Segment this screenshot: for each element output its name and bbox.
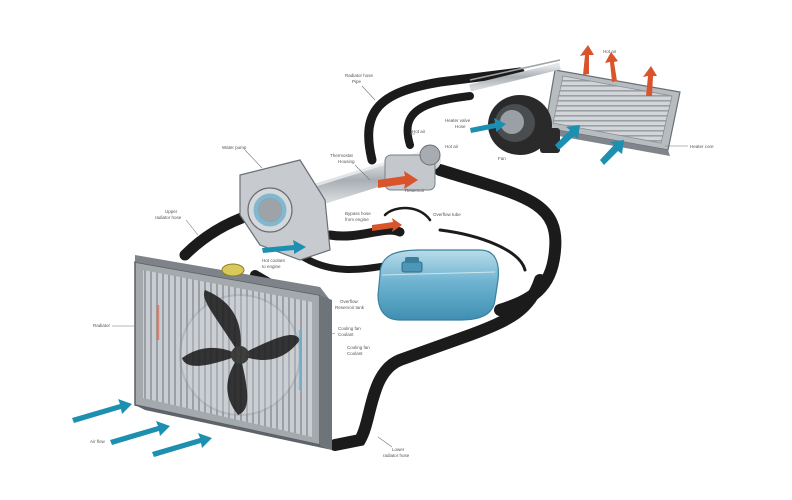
labels: Radiator hose Pipe Heater valve Hose Hot… [90,49,714,458]
label-upper-hose: Upper [165,209,178,214]
label-blower-fan: Fan [498,156,506,161]
heater-pipes [469,59,561,92]
label-overflow-tube: Overflow tube [433,212,461,217]
overflow-tube [383,206,432,222]
label-thermostat: Thermostat [330,153,354,158]
label-radiator: Radiator [93,323,111,328]
label-bypass-hose: Bypass hose [345,211,371,216]
label-thermostat-housing: Housing [338,159,355,164]
label-reservoir-tank: Reservoir tank [335,305,365,310]
label-radiator-hose: Radiator hose [345,73,374,78]
label-lower-hose: Lower [392,447,405,452]
heater-supply-hose [364,67,525,165]
radiator [134,255,332,450]
coolant-reservoir [377,249,500,321]
bypass-hose [325,225,405,241]
label-coolant-fan: Cooling fan [347,345,370,350]
label-to-engine: to engine [262,264,281,269]
label-upper-hose-2: radiator hose [155,215,182,220]
label-heater-core: Heater core [690,144,714,149]
lower-pump-hose [179,209,256,261]
label-heater-valve: Heater valve [445,118,471,123]
engine-manifold [289,144,441,211]
label-bypass-from-engine: from engine [345,217,369,222]
heater-return-hose [403,92,474,149]
label-overflow: Overflow [340,299,359,304]
reservoir-hose [438,228,527,272]
label-hot-air-pipe: Hot air [445,144,459,149]
label-coolant-flow: Coolant [347,351,363,356]
label-air-flow: Air flow [90,439,106,444]
label-cooling-fan: Cooling fan [338,326,361,331]
heater-hose-left [296,251,394,273]
label-coolant: Coolant [338,332,354,337]
label-hot-coolant: Hot coolant [262,258,286,263]
blower-fan [488,95,560,155]
label-thermostat-hot: Hot air [412,129,426,134]
label-pipe: Pipe [352,79,362,84]
label-water-pump: Water pump [222,145,247,150]
hot-air-arrows [372,45,657,232]
water-pump [239,159,331,261]
label-heater-hose: Hose [455,124,466,129]
radiator-fan [179,290,301,416]
label-reservoir-small: Reservoir [405,188,425,193]
label-lower-hose-2: radiator hose [383,453,410,458]
label-hot-air-top: Hot air [603,49,617,54]
return-hose [329,274,546,451]
cool-air-arrows [72,118,624,457]
